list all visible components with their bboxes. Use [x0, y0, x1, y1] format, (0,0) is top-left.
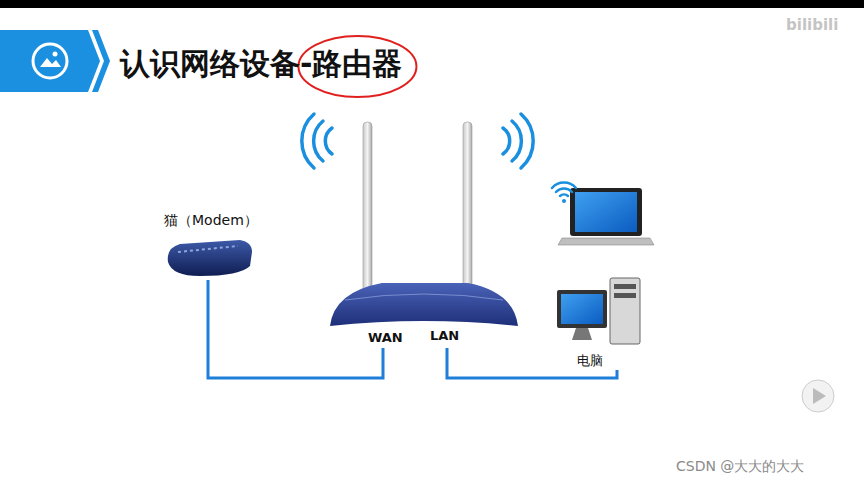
laptop-base — [558, 238, 654, 245]
title-icon — [33, 44, 67, 78]
pc-screen — [561, 294, 603, 324]
computer: 电脑 — [555, 272, 645, 370]
watermark: CSDN @大大的大大 — [676, 458, 804, 476]
wifi-dot — [562, 199, 566, 203]
frame-bar — [0, 0, 864, 8]
play-icon — [813, 388, 826, 404]
title-band-arrow — [92, 30, 110, 92]
title: 认识网络设备-路由器 — [120, 44, 402, 85]
pc-drive — [614, 284, 636, 289]
port-label: LAN — [430, 328, 459, 343]
title-band — [0, 30, 100, 92]
play-icon — [802, 380, 834, 412]
device-label: 猫（Modem） — [164, 212, 258, 230]
modem-picture — [168, 240, 252, 276]
wifi-waves — [302, 114, 533, 168]
pc-stand — [572, 328, 592, 340]
cable — [447, 348, 617, 378]
wifi-waves — [552, 183, 576, 196]
modem: 猫（Modem） — [160, 212, 280, 280]
cable — [208, 280, 383, 378]
router: WAN LAN — [325, 118, 525, 348]
pc-monitor — [557, 290, 607, 328]
watermark: bilibili — [786, 16, 838, 34]
title-icon — [53, 52, 58, 57]
laptop-screen — [575, 192, 637, 232]
router-antenna — [463, 122, 472, 292]
pc-drive — [614, 293, 636, 298]
modem-lights — [178, 246, 238, 252]
port-label: WAN — [368, 330, 403, 345]
pc-tower — [610, 278, 640, 344]
laptop-picture — [570, 188, 642, 236]
router-edge — [345, 294, 503, 300]
title-icon — [40, 58, 61, 67]
router-body — [330, 283, 518, 326]
router-antenna — [363, 122, 372, 292]
device-label: 电脑 — [577, 352, 603, 370]
